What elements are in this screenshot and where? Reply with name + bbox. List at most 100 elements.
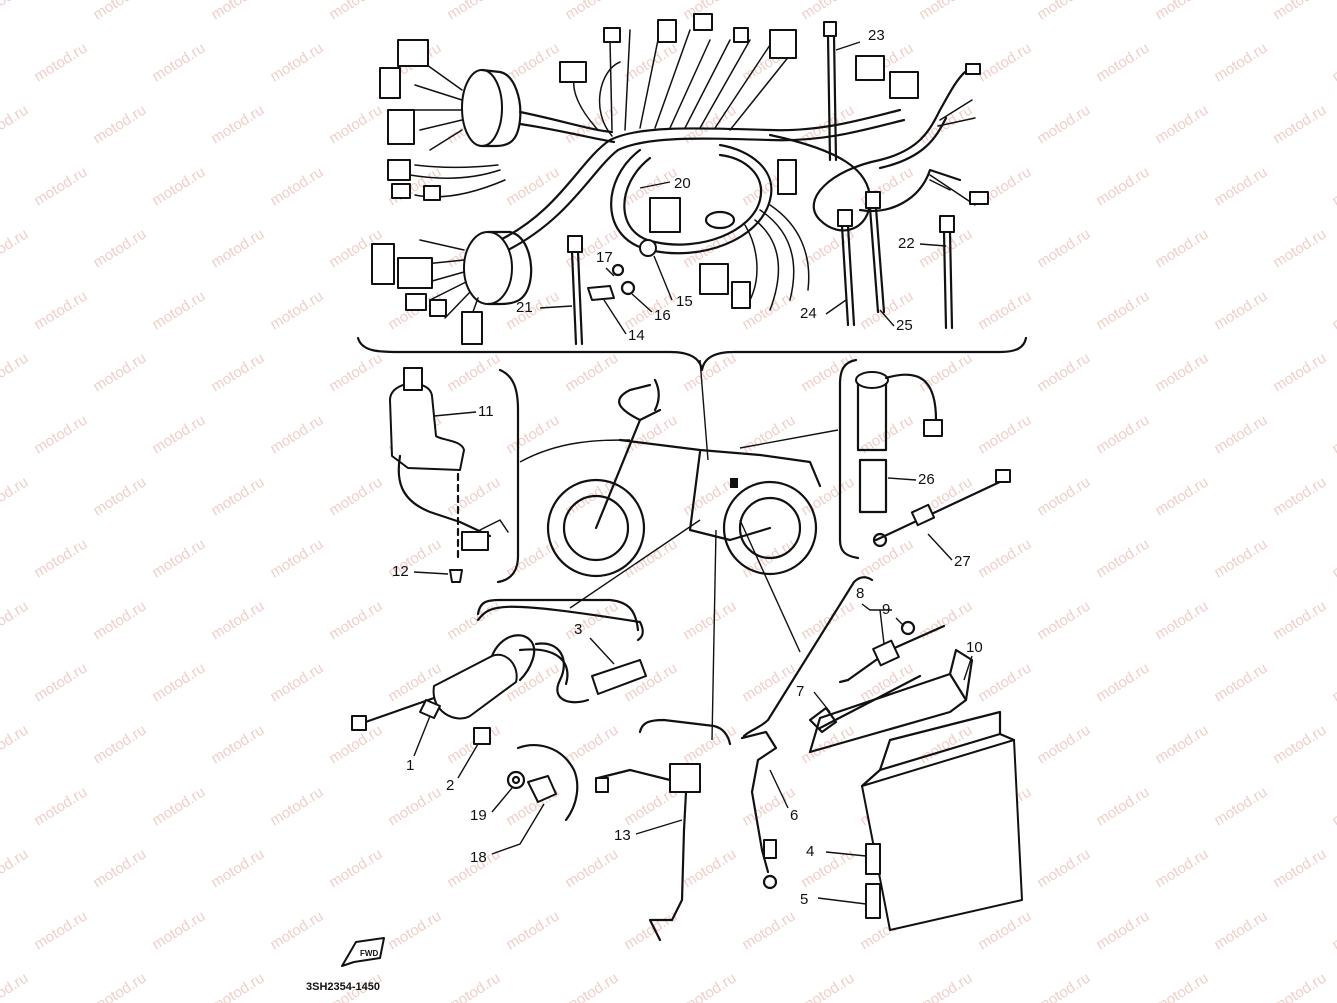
watermark-text: motod.ru <box>0 722 31 768</box>
watermark-text: motod.ru <box>90 598 149 644</box>
callout-24: 24 <box>800 305 817 322</box>
watermark-text: motod.ru <box>1152 846 1211 892</box>
watermark-text: motod.ru <box>1152 350 1211 396</box>
watermark-text: motod.ru <box>680 970 739 1003</box>
callout-23: 23 <box>868 27 885 44</box>
watermark-text: motod.ru <box>1093 784 1152 830</box>
callout-1: 1 <box>406 757 414 774</box>
watermark-text: motod.ru <box>326 350 385 396</box>
watermark-text: motod.ru <box>444 970 503 1003</box>
watermark-text: motod.ru <box>149 40 208 86</box>
watermark-text: motod.ru <box>1270 350 1329 396</box>
callout-7: 7 <box>796 683 804 700</box>
callout-17: 17 <box>596 249 613 266</box>
watermark-text: motod.ru <box>90 970 149 1003</box>
watermark-text: motod.ru <box>739 660 798 706</box>
watermark-text: motod.ru <box>798 970 857 1003</box>
watermark-text: motod.ru <box>0 0 31 23</box>
watermark-text: motod.ru <box>503 164 562 210</box>
watermark-text: motod.ru <box>267 908 326 954</box>
watermark-text: motod.ru <box>503 908 562 954</box>
watermark-text: motod.ru <box>1034 970 1093 1003</box>
watermark-text: motod.ru <box>444 0 503 23</box>
watermark-text: motod.ru <box>562 350 621 396</box>
part-code-label: 3SH2354-1450 <box>306 981 380 993</box>
watermark-text: motod.ru <box>503 412 562 458</box>
callout-18: 18 <box>470 849 487 866</box>
watermark-text: motod.ru <box>1034 474 1093 520</box>
watermark-text: motod.ru <box>621 412 680 458</box>
watermark-text: motod.ru <box>444 474 503 520</box>
watermark-text: motod.ru <box>1093 40 1152 86</box>
watermark-text: motod.ru <box>739 412 798 458</box>
watermark-text: motod.ru <box>90 102 149 148</box>
callout-13: 13 <box>614 827 631 844</box>
watermark-text: motod.ru <box>208 350 267 396</box>
watermark-text: motod.ru <box>1211 784 1270 830</box>
watermark-text: motod.ru <box>326 102 385 148</box>
watermark-text: motod.ru <box>1093 164 1152 210</box>
watermark-text: motod.ru <box>1329 908 1337 954</box>
watermark-text: motod.ru <box>562 846 621 892</box>
watermark-text: motod.ru <box>680 598 739 644</box>
watermark-text: motod.ru <box>562 722 621 768</box>
watermark-text: motod.ru <box>267 288 326 334</box>
callout-4: 4 <box>806 843 814 860</box>
watermark-text: motod.ru <box>857 536 916 582</box>
watermark-text: motod.ru <box>149 660 208 706</box>
watermark-text: motod.ru <box>1152 722 1211 768</box>
watermark-text: motod.ru <box>90 846 149 892</box>
watermark-text: motod.ru <box>208 846 267 892</box>
watermark-text: motod.ru <box>149 784 208 830</box>
watermark-text: motod.ru <box>385 908 444 954</box>
watermark-text: motod.ru <box>798 474 857 520</box>
watermark-text: motod.ru <box>1329 164 1337 210</box>
watermark-text: motod.ru <box>0 846 31 892</box>
watermark-text: motod.ru <box>267 164 326 210</box>
watermark-text: motod.ru <box>798 102 857 148</box>
watermark-text: motod.ru <box>1211 164 1270 210</box>
watermark-text: motod.ru <box>916 0 975 23</box>
watermark-text: motod.ru <box>1034 598 1093 644</box>
watermark-text: motod.ru <box>90 722 149 768</box>
watermark-text: motod.ru <box>208 722 267 768</box>
watermark-text: motod.ru <box>975 536 1034 582</box>
callout-11: 11 <box>478 403 494 420</box>
watermark-text: motod.ru <box>267 40 326 86</box>
ignition-coil-group <box>351 605 647 745</box>
watermark-text: motod.ru <box>208 474 267 520</box>
right-bracket <box>838 358 860 560</box>
callout-5: 5 <box>800 891 808 908</box>
neutral-bracket <box>638 718 732 746</box>
callout-22: 22 <box>898 235 915 252</box>
watermark-text: motod.ru <box>798 0 857 23</box>
watermark-text: motod.ru <box>562 970 621 1003</box>
watermark-text: motod.ru <box>621 908 680 954</box>
callout-15: 15 <box>676 293 693 310</box>
watermark-text: motod.ru <box>798 350 857 396</box>
callout-8: 8 <box>856 585 864 602</box>
watermark-text: motod.ru <box>208 226 267 272</box>
watermark-text: motod.ru <box>31 660 90 706</box>
watermark-text: motod.ru <box>1270 0 1329 23</box>
harness-bracket <box>356 336 1028 372</box>
watermark-text: motod.ru <box>444 350 503 396</box>
watermark-text: motod.ru <box>208 0 267 23</box>
watermark-text: motod.ru <box>739 908 798 954</box>
watermark-text: motod.ru <box>326 474 385 520</box>
watermark-text: motod.ru <box>267 784 326 830</box>
watermark-text: motod.ru <box>680 846 739 892</box>
battery-group <box>740 620 1023 931</box>
watermark-text: motod.ru <box>31 412 90 458</box>
watermark-text: motod.ru <box>1034 350 1093 396</box>
callout-16: 16 <box>654 307 671 324</box>
watermark-text: motod.ru <box>31 288 90 334</box>
watermark-text: motod.ru <box>1152 970 1211 1003</box>
ignition-bracket <box>496 368 520 584</box>
watermark-text: motod.ru <box>562 0 621 23</box>
callout-25: 25 <box>896 317 913 334</box>
watermark-text: motod.ru <box>975 908 1034 954</box>
watermark-text: motod.ru <box>31 784 90 830</box>
watermark-text: motod.ru <box>90 474 149 520</box>
watermark-text: motod.ru <box>1034 102 1093 148</box>
